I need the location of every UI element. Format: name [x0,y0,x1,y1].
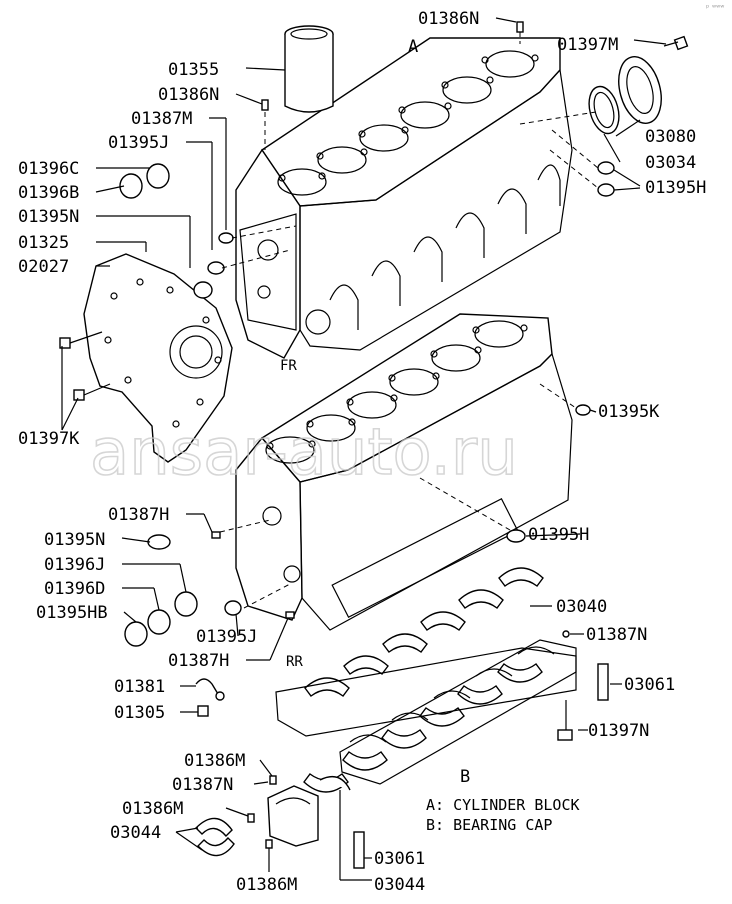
part-label-01387N: 01387N [586,625,647,645]
main-bearings [275,567,577,793]
corner-mark: ᵖ ʷʷʷ [706,3,724,12]
part-label-01397M: 01397M [557,35,618,55]
part-label-03061: 03061 [624,675,675,695]
small-parts-lower [124,404,591,717]
part-label-03044: 03044 [110,823,161,843]
part-label-01396B: 01396B [18,183,79,203]
part-label-01395HB: 01395HB [36,603,108,623]
part-label-01395K: 01395K [598,402,660,422]
leader-lines [61,17,667,881]
group-letters: A B FR RR [280,37,470,787]
part-label-01395N-top: 01395N [18,207,79,227]
cylinder-block-lower [235,313,573,631]
part-label-01395H: 01395H [528,525,589,545]
part-label-03034: 03034 [645,153,696,173]
rear-marker: RR [286,654,303,670]
part-label-01395H-top: 01395H [645,178,706,198]
part-label-03040: 03040 [556,597,607,617]
part-label-01325: 01325 [18,233,69,253]
part-label-01386N: 01386N [158,85,219,105]
part-label-01387H-bottom: 01387H [168,651,229,671]
legend-line-a: A: CYLINDER BLOCK [426,796,580,814]
part-label-01387M: 01387M [131,109,192,129]
part-label-01395J-top: 01395J [108,133,169,153]
part-label-03061-bottom: 03061 [374,849,425,869]
part-label-01355: 01355 [168,60,219,80]
part-label-01386M: 01386M [122,799,183,819]
bearing-cap-detail [195,630,609,869]
part-label-01396J: 01396J [44,555,105,575]
legend: A: CYLINDER BLOCK B: BEARING CAP [426,796,580,834]
part-label-01305: 01305 [114,703,165,723]
front-marker: FR [280,358,297,374]
part-label-01387H: 01387H [108,505,169,525]
part-label-01381: 01381 [114,677,165,697]
part-label-01395J: 01395J [196,627,257,647]
group-letter-a: A [408,37,418,57]
cylinder-block-upper [235,37,573,359]
assembly-guides [219,32,599,609]
small-parts-upper [119,21,689,299]
part-label-03044-bottom: 03044 [374,875,425,895]
part-label-01397K: 01397K [18,429,80,449]
watermark: ansar-auto.ru [90,416,518,490]
part-label-01386M-bottom: 01386M [236,875,297,895]
part-labels: 01386N 01397M 01355 01386N 01387M 01395J… [18,9,706,895]
part-label-01386M-top: 01386M [184,751,245,771]
rear-plate [59,253,233,463]
part-label-01396D: 01396D [44,579,105,599]
part-label-02027: 02027 [18,257,69,277]
part-label-01386N-top: 01386N [418,9,479,29]
legend-line-b: B: BEARING CAP [426,816,552,834]
part-label-01396C: 01396C [18,159,79,179]
group-letter-b: B [460,767,470,787]
part-label-03080: 03080 [645,127,696,147]
part-label-01387N-bottom: 01387N [172,775,233,795]
part-label-01395N: 01395N [44,530,105,550]
part-label-01397N: 01397N [588,721,649,741]
